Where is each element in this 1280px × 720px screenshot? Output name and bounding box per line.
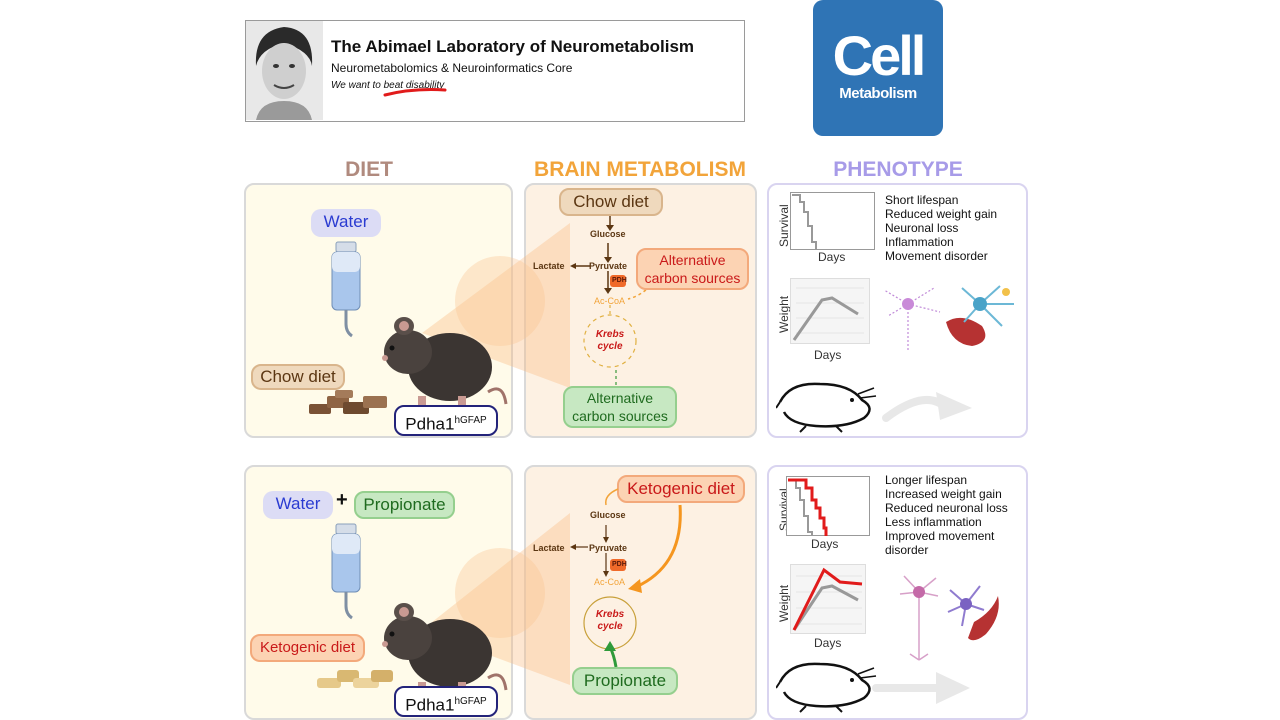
phenotype-item: Reduced weight gain <box>885 207 998 221</box>
krebs-line-2-bottom: cycle <box>597 621 623 632</box>
water-bottle-icon <box>331 523 361 620</box>
survival-axis-label-top: Survival <box>777 204 791 247</box>
days-label-weight-top: Days <box>814 348 842 362</box>
alt-green-line-1: Alternative <box>586 390 654 406</box>
motto-underline <box>383 88 447 97</box>
days-label-survival-bottom: Days <box>811 537 839 551</box>
mouse-icon-top <box>382 317 508 406</box>
metabolic-pathway-bottom <box>570 488 682 668</box>
lactate-label-bottom: Lactate <box>533 543 565 553</box>
damaged-neuron-icon <box>883 287 941 352</box>
acoa-label-bottom: Ac-CoA <box>594 577 626 587</box>
phenotype-item: Short lifespan <box>885 193 959 207</box>
phenotype-item: Longer lifespan <box>885 473 968 487</box>
genotype-sup-bottom: hGFAP <box>454 696 487 707</box>
alt-green-line-2: carbon sources <box>572 408 668 424</box>
chow-pellets-icon <box>309 390 387 414</box>
water-label-bottom: Water <box>263 491 333 519</box>
ketogenic-diet-label-diet: Ketogenic diet <box>250 634 365 662</box>
pdh-label-bottom: PDH <box>612 561 627 568</box>
weight-axis-label-bottom: Weight <box>777 584 791 622</box>
chow-diet-label-top: Chow diet <box>251 364 345 390</box>
journal-logo: Cell Metabolism <box>813 0 943 136</box>
alt-carbon-sources-orange: Alternative carbon sources <box>636 248 749 290</box>
genotype-name-bottom: Pdha1 <box>405 695 455 715</box>
phenotype-item: Less inflammation <box>885 515 982 529</box>
glucose-label-top: Glucose <box>590 229 626 239</box>
water-label-top: Water <box>311 209 381 237</box>
lab-subtitle: Neurometabolomics & Neuroinformatics Cor… <box>331 61 573 75</box>
lactate-label-top: Lactate <box>533 261 565 271</box>
column-heading-phenotype: PHENOTYPE <box>833 158 963 181</box>
glucose-label-bottom: Glucose <box>590 510 626 520</box>
weight-plot-bottom <box>790 564 866 634</box>
days-label-survival-top: Days <box>818 250 846 264</box>
lab-title: The Abimael Laboratory of Neurometabolis… <box>331 37 695 56</box>
alt-orange-line-1: Alternative <box>659 252 726 268</box>
krebs-line-2-top: cycle <box>597 341 623 352</box>
pdh-label-top: PDH <box>612 277 627 284</box>
healthy-astrocyte-icon <box>947 585 999 641</box>
phenotype-item: Increased weight gain <box>885 487 1002 501</box>
phenotype-list-bottom: Longer lifespan Increased weight gain Re… <box>885 473 1008 557</box>
phenotype-item: Movement disorder <box>885 249 988 263</box>
phenotype-item: disorder <box>885 543 929 557</box>
brain-chow-diet-label: Chow diet <box>559 188 663 216</box>
column-heading-brain: BRAIN METABOLISM <box>534 158 746 181</box>
survival-plot-bottom <box>786 476 870 536</box>
brain-ketogenic-diet-label: Ketogenic diet <box>617 475 745 503</box>
phenotype-item: Inflammation <box>885 235 954 249</box>
alt-carbon-sources-green: Alternative carbon sources <box>563 386 677 428</box>
pyruvate-label-top: Pyruvate <box>589 261 628 271</box>
propionate-label-diet: Propionate <box>354 491 455 519</box>
acoa-label-top: Ac-CoA <box>594 296 626 306</box>
journal-logo-sub: Metabolism <box>839 85 917 102</box>
column-heading-diet: DIET <box>345 158 393 181</box>
mouse-improved-movement-icon <box>776 662 970 713</box>
keto-pellets-icon <box>317 670 393 688</box>
phenotype-item: Reduced neuronal loss <box>885 501 1008 515</box>
genotype-sup-top: hGFAP <box>454 415 487 426</box>
alt-orange-line-2: carbon sources <box>644 270 741 286</box>
genotype-label-top: Pdha1hGFAP <box>394 405 498 436</box>
lab-motto: We want to beat disability <box>331 80 444 91</box>
mouse-icon-bottom <box>382 603 508 692</box>
days-label-weight-bottom: Days <box>814 636 842 650</box>
krebs-line-1-bottom: Krebs <box>595 609 625 620</box>
phenotype-item: Improved movement <box>885 529 995 543</box>
journal-logo-word: Cell <box>832 24 927 87</box>
motto-emphasis: beat disability <box>383 80 445 91</box>
lab-header-box <box>245 20 745 122</box>
phenotype-list-top: Short lifespan Reduced weight gain Neuro… <box>885 193 997 263</box>
propionate-label-brain: Propionate <box>572 667 678 695</box>
genotype-name-top: Pdha1 <box>405 414 455 434</box>
brain-panel-top <box>524 183 757 438</box>
plus-sign: + <box>336 489 348 511</box>
phenotype-item: Neuronal loss <box>885 221 959 235</box>
pyruvate-label-bottom: Pyruvate <box>589 543 628 553</box>
healthy-neuron-icon <box>899 575 939 661</box>
genotype-label-bottom: Pdha1hGFAP <box>394 686 498 717</box>
weight-axis-label-top: Weight <box>777 295 791 333</box>
founder-portrait <box>246 21 323 120</box>
astrocyte-inflammation-icon <box>946 285 1014 346</box>
water-bottle-icon <box>331 241 361 338</box>
weight-plot-top <box>790 278 870 344</box>
mouse-movement-disorder-icon <box>776 382 972 433</box>
krebs-line-1-top: Krebs <box>595 329 625 340</box>
motto-prefix: We want to <box>331 80 384 91</box>
survival-plot-top <box>790 192 875 250</box>
metabolic-pathway-top <box>570 216 655 385</box>
